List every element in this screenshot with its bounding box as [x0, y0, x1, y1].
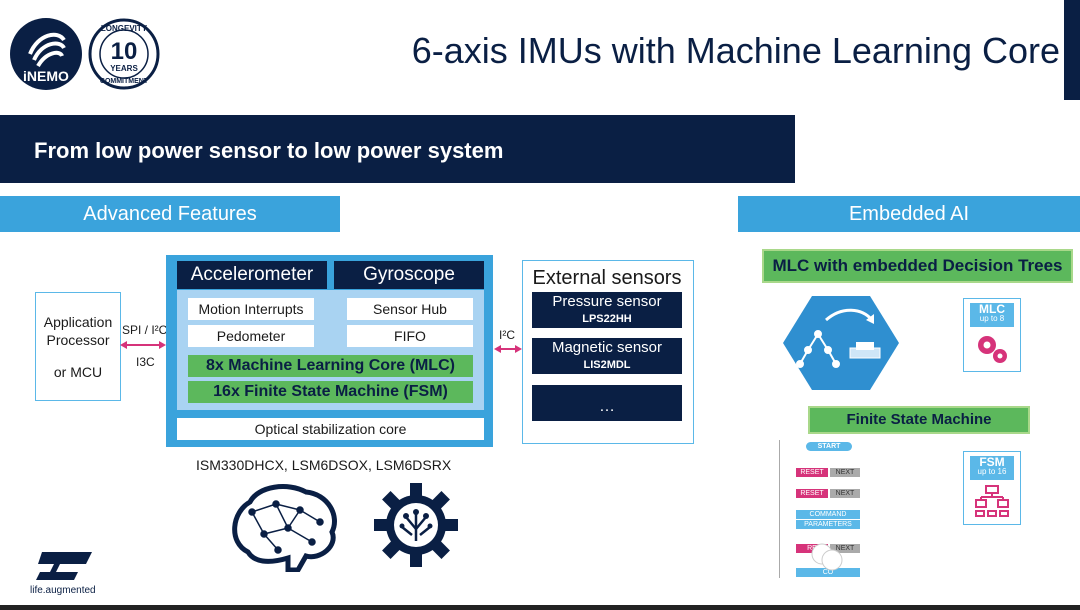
more-sensors: … — [532, 385, 682, 421]
mlc-badge-tab — [970, 303, 1014, 327]
section-advanced-features: Advanced Features — [0, 196, 340, 232]
bus-left-bottom: I3C — [136, 355, 155, 369]
fsm-next-3: NEXT — [830, 544, 860, 553]
inemo-logo: iNEMO — [8, 16, 84, 92]
fsm-command-2: CO — [796, 568, 860, 577]
st-logo-icon — [36, 552, 92, 580]
ap-line3: or MCU — [53, 364, 103, 380]
part-numbers: ISM330DHCX, LSM6DSOX, LSM6DSRX — [196, 457, 452, 473]
fsm-start: START — [806, 442, 852, 451]
banner-text: From low power sensor to low power syste… — [34, 138, 504, 163]
accelerometer-header: Accelerometer — [177, 261, 327, 289]
external-sensors-title: External sensors — [532, 267, 682, 289]
ap-line1: Application — [43, 314, 113, 330]
fsm-row: 16x Finite State Machine (FSM) — [188, 381, 473, 403]
decision-tree-hexagon-icon — [783, 296, 899, 390]
motion-interrupts: Motion Interrupts — [188, 298, 314, 320]
pressure-sensor: Pressure sensor LPS22HH — [532, 292, 682, 328]
accent-bar — [1064, 0, 1080, 100]
mlc-badge-title: MLC — [979, 302, 1005, 316]
pedometer: Pedometer — [188, 325, 314, 347]
longevity-badge: LONGEVITY 10 YEARS COMMITMENT — [88, 16, 160, 94]
bidirectional-arrow-icon — [120, 341, 166, 349]
bus-left-top: SPI / I²C — [122, 323, 168, 337]
bidirectional-arrow-icon — [494, 345, 522, 353]
footer-tagline: life.augmented — [30, 585, 96, 596]
neural-brain-icon — [232, 484, 337, 572]
application-processor: Application Processor or MCU — [35, 292, 121, 401]
optical-stabilization: Optical stabilization core — [177, 418, 484, 440]
pressure-sensor-part: LPS22HH — [582, 313, 632, 325]
longevity-badge-icon — [88, 18, 160, 90]
inemo-logo-icon — [10, 18, 82, 90]
fsm-reset-1: RESET — [796, 468, 828, 477]
gyroscope-header: Gyroscope — [334, 261, 484, 289]
gears-icon — [978, 336, 1007, 363]
footer-line — [0, 605, 1080, 610]
longevity-years: YEARS — [110, 64, 138, 73]
gear-circuit-icon — [374, 483, 458, 567]
state-diagram-icon — [975, 485, 1009, 517]
section-embedded-ai: Embedded AI — [738, 196, 1080, 232]
fsm-command: COMMAND — [796, 510, 860, 519]
longevity-number: 10 — [110, 38, 138, 65]
fsm-badge-sub: up to 16 — [977, 467, 1007, 476]
page-title: 6-axis IMUs with Machine Learning Core — [411, 30, 1060, 71]
fsm-badge: FSM up to 16 — [963, 451, 1021, 525]
mlc-badge: MLC up to 8 — [963, 298, 1021, 372]
fsm-reset-2: RESET — [796, 489, 828, 498]
fsm-flow-diagram: START RESET NEXT RESET NEXT COMMAND PARA… — [779, 440, 862, 578]
magnetic-sensor-label: Magnetic sensor — [551, 339, 663, 356]
bus-right-label: I²C — [499, 328, 515, 342]
mlc-row: 8x Machine Learning Core (MLC) — [188, 355, 473, 377]
fsm-next-2: NEXT — [830, 489, 860, 498]
mlc-decision-trees-title: MLC with embedded Decision Trees — [762, 249, 1073, 283]
ap-line2: Processor — [46, 332, 110, 348]
pressure-sensor-label: Pressure sensor — [552, 293, 662, 310]
fsm-title: Finite State Machine — [808, 406, 1030, 434]
magnetic-sensor-part: LIS2MDL — [583, 359, 631, 371]
fsm-reset-3: RE — [796, 544, 828, 553]
fsm-badge-title: FSM — [979, 455, 1005, 469]
fifo: FIFO — [347, 325, 473, 347]
fsm-parameters: PARAMETERS — [796, 520, 860, 529]
mlc-badge-sub: up to 8 — [979, 314, 1005, 323]
longevity-bottom: COMMITMENT — [99, 78, 149, 85]
magnetic-sensor: Magnetic sensor LIS2MDL — [532, 338, 682, 374]
banner — [0, 115, 795, 183]
fsm-next-1: NEXT — [830, 468, 860, 477]
inemo-brand-text: iNEMO — [23, 68, 69, 84]
chat-bubbles-icon — [811, 543, 843, 571]
fsm-badge-tab — [970, 456, 1014, 480]
longevity-top: LONGEVITY — [100, 24, 148, 33]
sensor-hub: Sensor Hub — [347, 298, 473, 320]
